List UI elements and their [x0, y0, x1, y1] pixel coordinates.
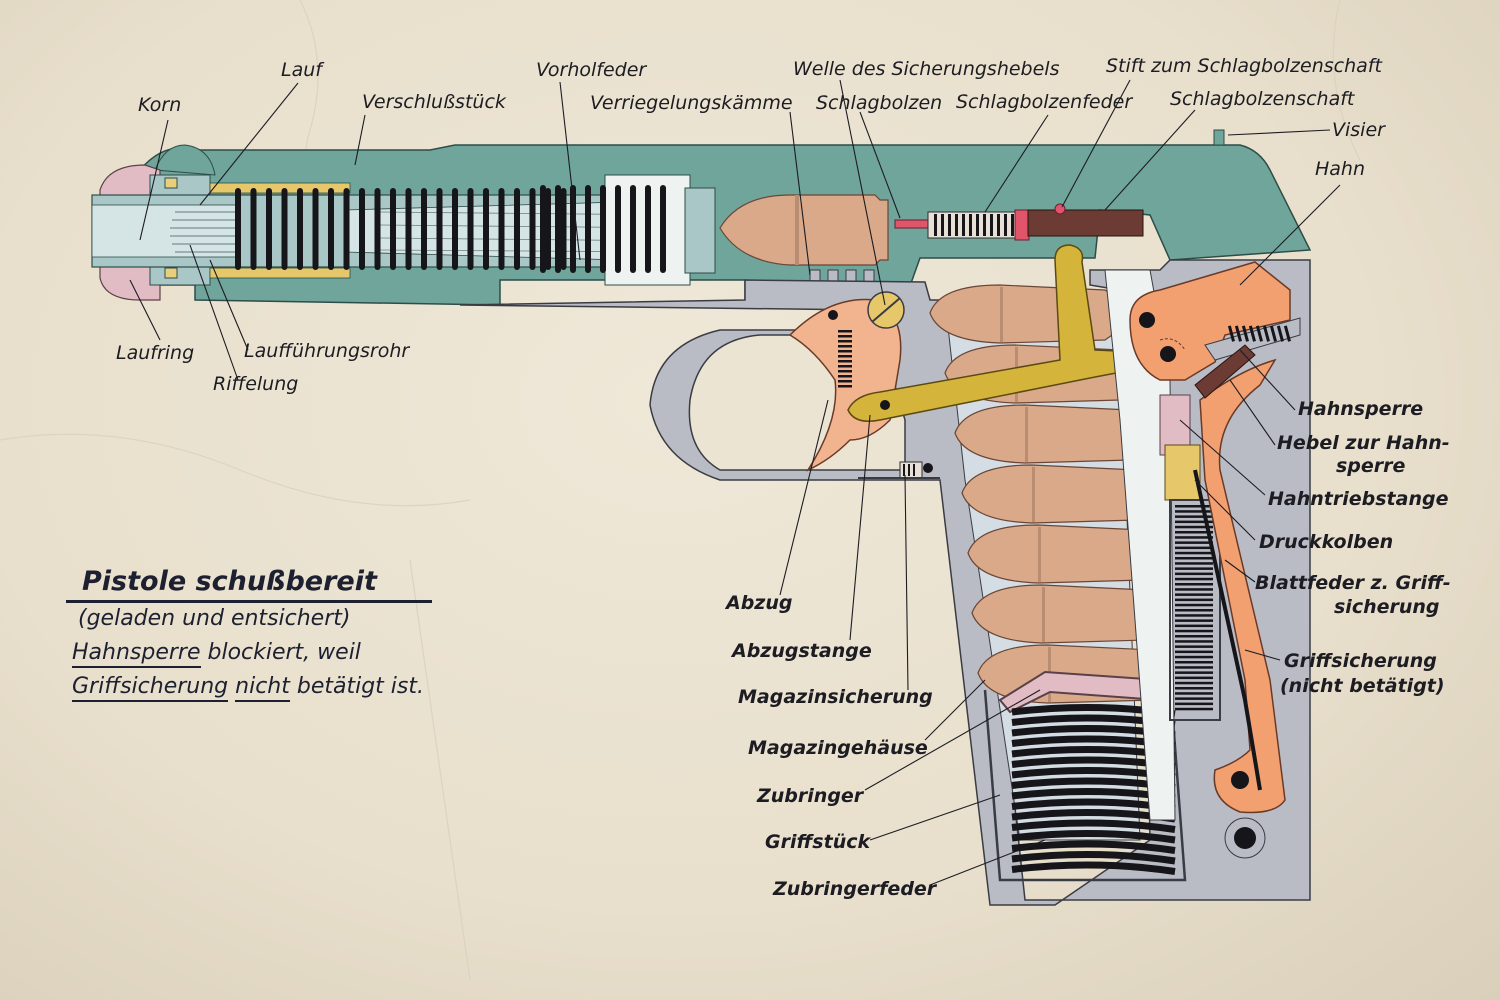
label-korn: Korn: [138, 94, 182, 116]
label-hahn: Hahn: [1315, 158, 1366, 180]
label-druckkolben: Druckkolben: [1259, 531, 1394, 553]
front-sight: [154, 144, 216, 176]
leader-lines: [129, 79, 1341, 886]
caption-line-2: Hahnsperre blockiert, weil: [72, 640, 361, 668]
label-blattfeder-2: sicherung: [1334, 596, 1440, 618]
label-hahnsperre: Hahnsperre: [1298, 398, 1424, 420]
label-lauffuehrungsrohr: Laufführungsrohr: [244, 340, 410, 362]
firing-pin-stift: [1054, 203, 1066, 215]
label-magazingehaeuse: Magazingehäuse: [748, 737, 928, 759]
label-laufring: Laufring: [116, 342, 195, 364]
firing-pin-shaft: [1027, 209, 1144, 237]
label-magazinsicherung: Magazinsicherung: [738, 686, 933, 708]
label-hahntriebstange: Hahntriebstange: [1268, 488, 1449, 510]
label-griffstueck: Griffstück: [765, 831, 871, 853]
label-visier: Visier: [1332, 119, 1385, 141]
label-abzugstange: Abzugstange: [732, 640, 872, 662]
recoil-spring: [235, 185, 666, 273]
label-griffsicherung-2: (nicht betätigt): [1280, 675, 1445, 697]
rear-sight: [1213, 129, 1225, 146]
label-schlagbolzenschaft: Schlagbolzenschaft: [1170, 88, 1355, 110]
firing-pin-spring: [934, 214, 1014, 236]
label-verschlussstueck: Verschlußstück: [362, 91, 506, 113]
label-vorholfeder: Vorholfeder: [536, 59, 647, 81]
hammer-block-lever: [1194, 344, 1256, 399]
trigger-bar: [847, 244, 1143, 422]
label-zubringerfeder: Zubringerfeder: [773, 878, 937, 900]
caption-title-text: Pistole schußbereit: [82, 566, 377, 597]
frame: [459, 259, 1311, 906]
label-stift: Stift zum Schlagbolzenschaft: [1106, 55, 1382, 77]
caption-line-2-rest: blockiert, weil: [200, 640, 361, 665]
label-griffsicherung-1: Griffsicherung: [1284, 650, 1437, 672]
label-abzug: Abzug: [726, 592, 793, 614]
label-zubringer: Zubringer: [757, 785, 864, 807]
label-schlagbolzen: Schlagbolzen: [816, 92, 943, 114]
label-riffelung: Riffelung: [213, 373, 299, 395]
barrel-rifling: [170, 211, 236, 253]
leaf-spring: [1193, 469, 1262, 791]
caption-line-3: Griffsicherung nicht betätigt ist.: [72, 674, 424, 702]
hammer-strut-channel: [1104, 269, 1176, 821]
firing-pin: [894, 219, 931, 229]
grip-screw: [1234, 827, 1256, 849]
label-verriegelungskaemme: Verriegelungskämme: [590, 92, 793, 114]
label-hebel-2: sperre: [1336, 455, 1406, 477]
label-blattfeder-1: Blattfeder z. Griff-: [1255, 572, 1451, 594]
hammer-block-spring: [1227, 325, 1291, 342]
grip-safety: [1199, 358, 1286, 814]
caption-line-3-underlined-1: Griffsicherung: [72, 674, 229, 702]
label-schlagbolzenfeder: Schlagbolzenfeder: [956, 91, 1133, 113]
caption-title-underline: [66, 600, 432, 603]
caption-line-3-underlined-2: nicht: [235, 674, 290, 702]
caption-line-3-rest: betätigt ist.: [289, 674, 424, 699]
label-lauf: Lauf: [281, 59, 322, 81]
trigger-spring: [838, 330, 852, 388]
mainspring: [1175, 505, 1213, 711]
label-hebel-1: Hebel zur Hahn-: [1277, 432, 1450, 454]
label-welle: Welle des Sicherungshebels: [793, 58, 1060, 80]
caption-line-2-underlined: Hahnsperre: [72, 640, 201, 668]
caption-line-1: (geladen und entsichert): [78, 606, 351, 631]
caption-title: Pistole schußbereit: [82, 568, 377, 595]
